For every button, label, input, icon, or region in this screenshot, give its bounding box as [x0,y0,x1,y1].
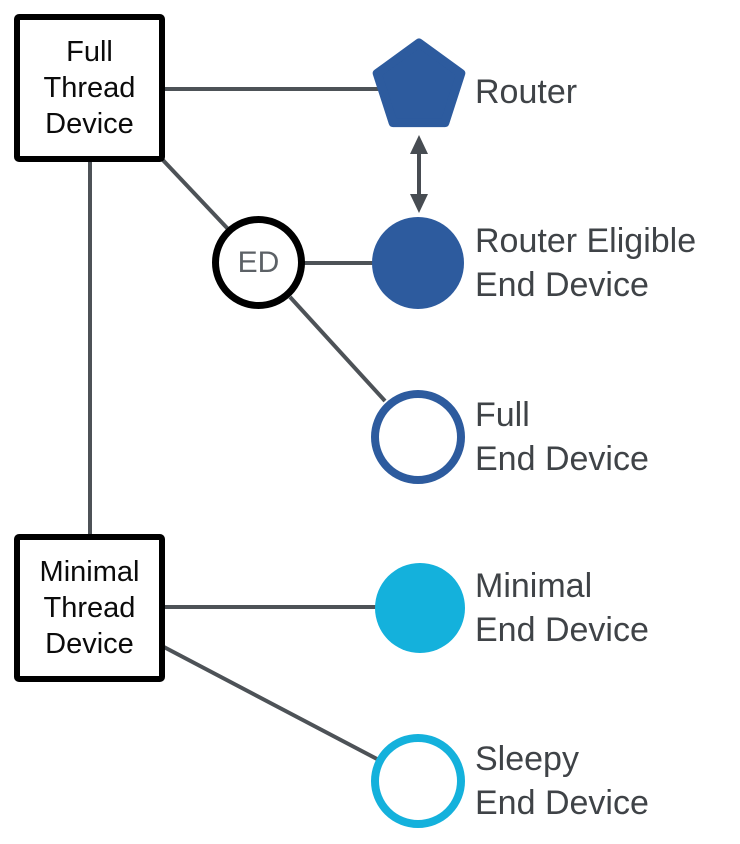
connector-mtd-to-sed [161,644,378,761]
end-device-ed-circle: ED [212,216,305,309]
minimal-end-device-label: Minimal End Device [475,567,649,649]
full-end-device-circle [371,390,465,484]
minimal-end-device-circle [375,563,465,653]
connector-ed-to-fed [288,295,387,403]
full-thread-device-box: Full Thread Device [14,14,165,162]
router-eligible-end-device-label: Router Eligible End Device [475,222,697,304]
sleepy-end-device-circle [371,734,465,828]
sleepy-end-device-label: Sleepy End Device [475,740,649,822]
connector-ftd-to-ed [158,155,230,231]
mtd-line2: Thread [43,592,136,624]
router-label: Router [475,73,578,111]
router-pentagon-icon [372,38,466,128]
double-arrow-icon [410,135,428,213]
ftd-line3: Device [45,108,134,140]
ftd-line2: Thread [43,72,136,104]
mtd-line1: Minimal [39,556,140,588]
full-end-device-label: Full End Device [475,396,649,478]
ed-label: ED [237,245,280,279]
ftd-line1: Full [66,36,113,68]
router-eligible-end-device-circle [372,217,464,309]
minimal-thread-device-box: Minimal Thread Device [14,534,165,682]
mtd-line3: Device [45,628,134,660]
